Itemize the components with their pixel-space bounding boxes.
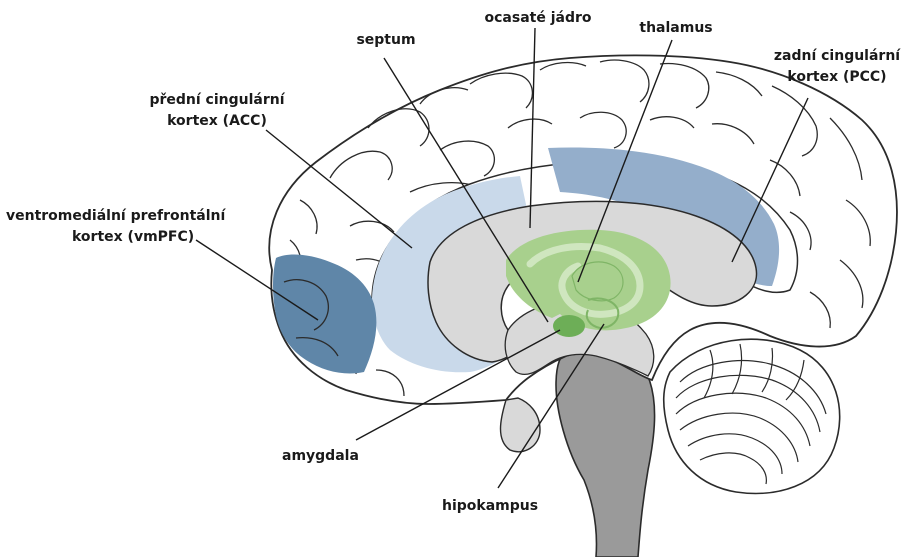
label-hippocampus: hipokampus: [442, 496, 538, 517]
label-thalamus: thalamus: [626, 18, 726, 39]
label-caudate-nucleus: ocasaté jádro: [478, 8, 598, 29]
pituitary: [501, 398, 541, 452]
label-septum: septum: [336, 30, 436, 51]
brainstem: [556, 347, 655, 557]
label-vmpfc: ventromediální prefrontální kortex (vmPF…: [6, 206, 225, 248]
cerebellum: [664, 339, 840, 493]
amygdala-region: [553, 315, 585, 337]
label-amygdala: amygdala: [282, 446, 359, 467]
label-acc: přední cingulární kortex (ACC): [132, 90, 302, 132]
label-pcc: zadní cingulární kortex (PCC): [762, 46, 912, 88]
